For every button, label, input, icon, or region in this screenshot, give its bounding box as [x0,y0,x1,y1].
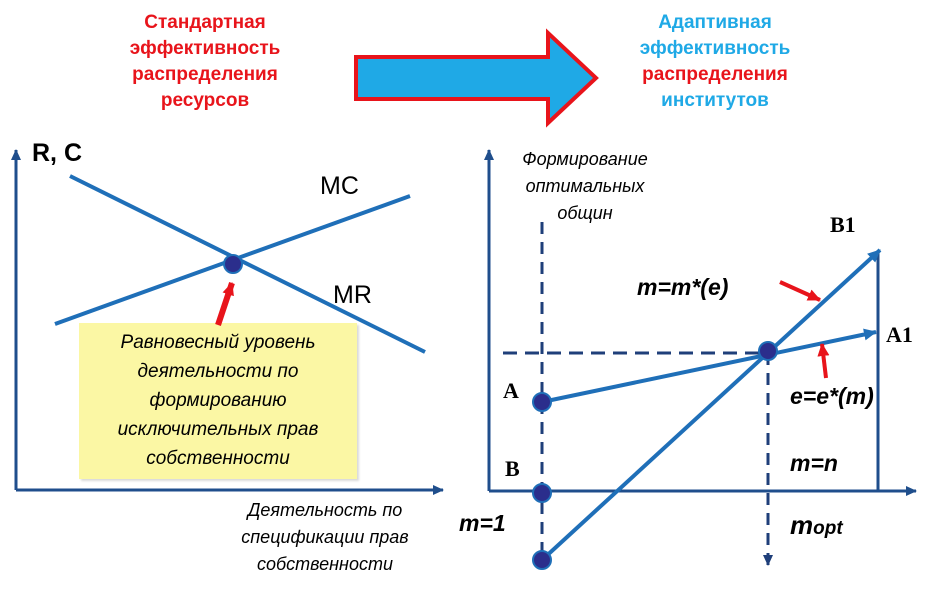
pointer-arrow-e-e-star [817,343,830,379]
equilibrium-callout-text: Равновесный уровень деятельности по форм… [117,332,319,469]
m-opt-label: mopt [790,510,843,540]
curve2-label: e=e*(m) [790,383,874,409]
a1-label: A1 [886,322,913,347]
transition-arrow [354,28,599,128]
right-title: Адаптивная эффективность распределения и… [639,12,791,111]
callout-pointer-arrow [215,282,235,326]
mr-line [69,174,426,354]
left-x-axis-label: Деятельность по спецификации прав собств… [241,500,409,574]
left-title: Стандартная эффективность распределения … [129,12,281,111]
a-label: A [503,378,519,403]
mr-label: MR [333,281,372,309]
pointer-arrow-m-m-star [779,280,821,302]
left-y-axis-label: R, C [32,139,82,167]
point-a [532,392,552,412]
m-equals-n-label: m=n [790,450,838,476]
curve-b-b1 [540,248,882,562]
equilibrium-point [223,254,243,274]
m-equals-1-label: m=1 [459,510,506,536]
b-label: B [505,456,520,481]
intersection-point [758,341,778,361]
point-b [532,483,552,503]
b1-label: B1 [830,212,856,237]
right-y-axis-label: Формирование оптимальных общин [522,149,648,223]
equilibrium-callout-box [79,323,357,479]
curve1-label: m=m*(e) [637,274,729,300]
point-bottom [532,550,552,570]
mc-label: MC [320,172,359,200]
